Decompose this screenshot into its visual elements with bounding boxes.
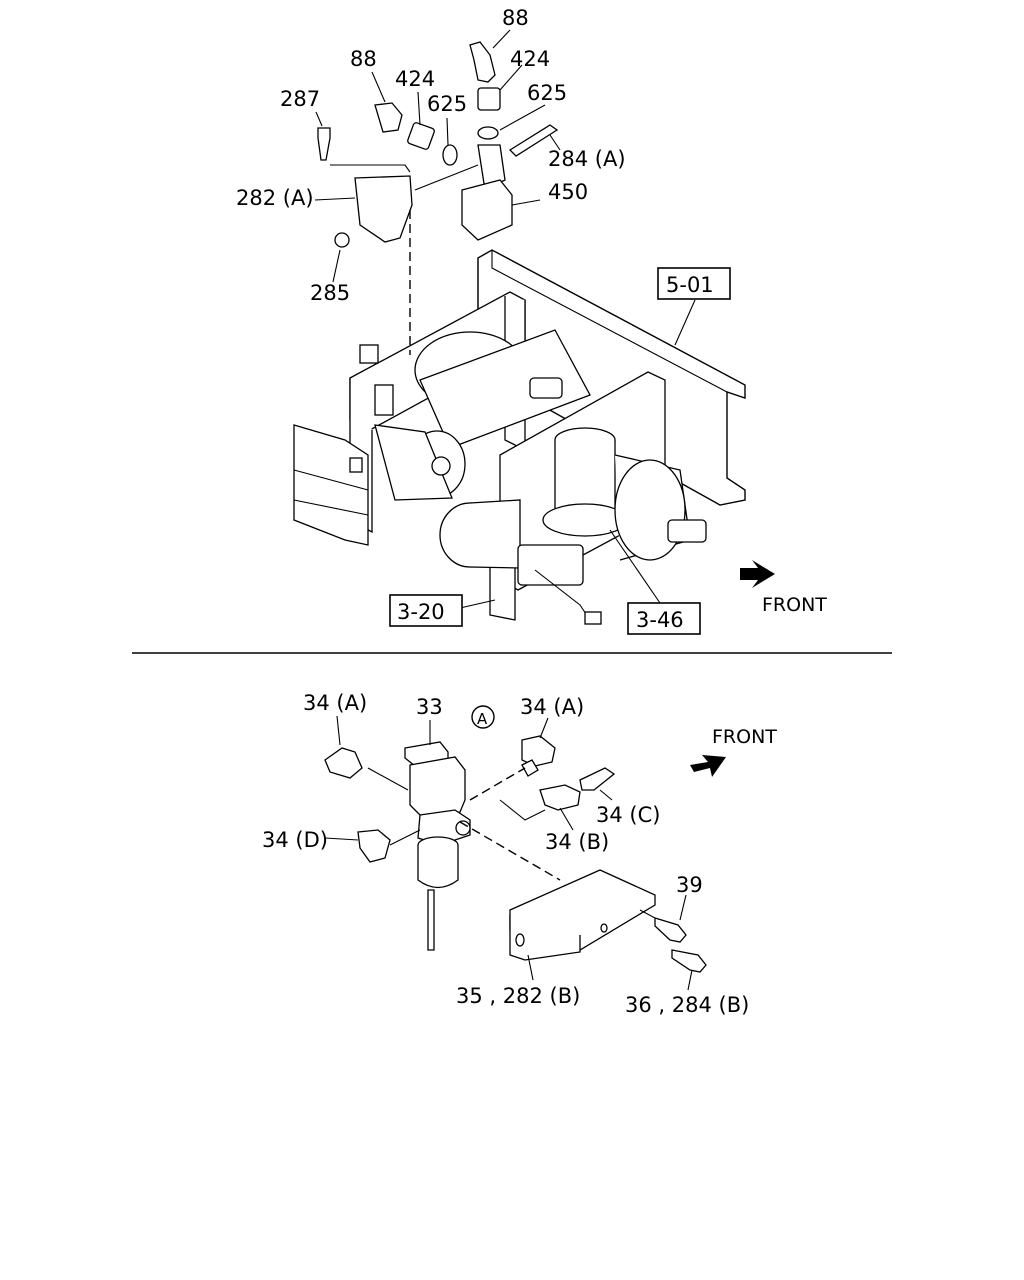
air-dryer bbox=[542, 427, 628, 537]
label-34a-left: 34 (A) bbox=[303, 691, 367, 715]
label-34d: 34 (D) bbox=[262, 828, 328, 852]
bracket-282a bbox=[354, 175, 413, 243]
label-33: 33 bbox=[416, 695, 443, 719]
front-arrow-top bbox=[740, 560, 775, 588]
bolt-39 bbox=[654, 917, 687, 943]
elbow-fitting-88-top bbox=[469, 41, 496, 83]
label-282a: 282 (A) bbox=[236, 186, 314, 210]
bracket-35-282b bbox=[509, 869, 656, 961]
adapter-424-left bbox=[407, 122, 435, 150]
tee-fitting-88-left bbox=[374, 102, 403, 133]
banjo-body bbox=[477, 144, 506, 191]
label-36-284b: 36 , 284 (B) bbox=[625, 993, 749, 1017]
label-284a: 284 (A) bbox=[548, 147, 626, 171]
top-leader-lines bbox=[314, 29, 696, 609]
valve-cluster bbox=[359, 344, 707, 625]
bolt-36 bbox=[671, 949, 707, 973]
solenoid-450 bbox=[461, 179, 513, 241]
circle-marker-a: A bbox=[471, 705, 495, 729]
bolt-284a bbox=[508, 124, 559, 157]
circle-marker-a-label: A bbox=[477, 710, 488, 728]
label-34b: 34 (B) bbox=[545, 830, 609, 854]
ref-box-3-46-label: 3-46 bbox=[636, 608, 684, 632]
ref-box-5-01[interactable]: 5-01 bbox=[657, 267, 731, 300]
fitting-34d bbox=[357, 829, 391, 863]
bottom-assembly-view: FRONT A 34 (A) 33 34 (A) 34 (C) 34 (B) 3… bbox=[262, 691, 777, 1017]
label-287: 287 bbox=[280, 87, 320, 111]
ref-box-5-01-label: 5-01 bbox=[666, 273, 714, 297]
arrow-right-icon bbox=[740, 560, 775, 588]
label-88-left: 88 bbox=[350, 47, 377, 71]
fitting-34a-right bbox=[521, 735, 556, 767]
label-34a-right: 34 (A) bbox=[520, 695, 584, 719]
label-285: 285 bbox=[310, 281, 350, 305]
top-assembly-view: 88 88 424 424 625 625 287 284 (A) 282 (A… bbox=[236, 6, 827, 635]
nut-285 bbox=[334, 232, 350, 248]
ref-box-3-20-label: 3-20 bbox=[397, 600, 445, 624]
ref-box-3-20[interactable]: 3-20 bbox=[389, 594, 463, 627]
label-424-left: 424 bbox=[395, 67, 435, 91]
washer-625-top bbox=[477, 126, 499, 140]
bolt-287 bbox=[317, 127, 331, 161]
washer-625-left bbox=[442, 144, 458, 166]
solenoid-valve-33 bbox=[404, 741, 471, 951]
left-side-bracket bbox=[293, 424, 369, 546]
label-35-282b: 35 , 282 (B) bbox=[456, 984, 580, 1008]
adapter-424-top bbox=[477, 87, 501, 111]
fitting-34a-small bbox=[521, 759, 539, 777]
label-625-top: 625 bbox=[527, 81, 567, 105]
fitting-34b bbox=[539, 784, 581, 811]
exploded-fittings-top bbox=[317, 41, 559, 355]
ref-box-3-46[interactable]: 3-46 bbox=[627, 602, 701, 635]
label-88-top: 88 bbox=[502, 6, 529, 30]
front-label-top: FRONT bbox=[762, 594, 827, 616]
left-air-tank bbox=[374, 329, 591, 501]
arrow-right-icon bbox=[690, 755, 726, 777]
fitting-34c bbox=[579, 767, 616, 791]
front-label-bottom: FRONT bbox=[712, 726, 777, 748]
fitting-34a-left bbox=[324, 747, 363, 779]
label-625-left: 625 bbox=[427, 92, 467, 116]
label-450: 450 bbox=[548, 180, 588, 204]
label-34c: 34 (C) bbox=[596, 803, 660, 827]
label-39: 39 bbox=[676, 873, 703, 897]
label-424-top: 424 bbox=[510, 47, 550, 71]
